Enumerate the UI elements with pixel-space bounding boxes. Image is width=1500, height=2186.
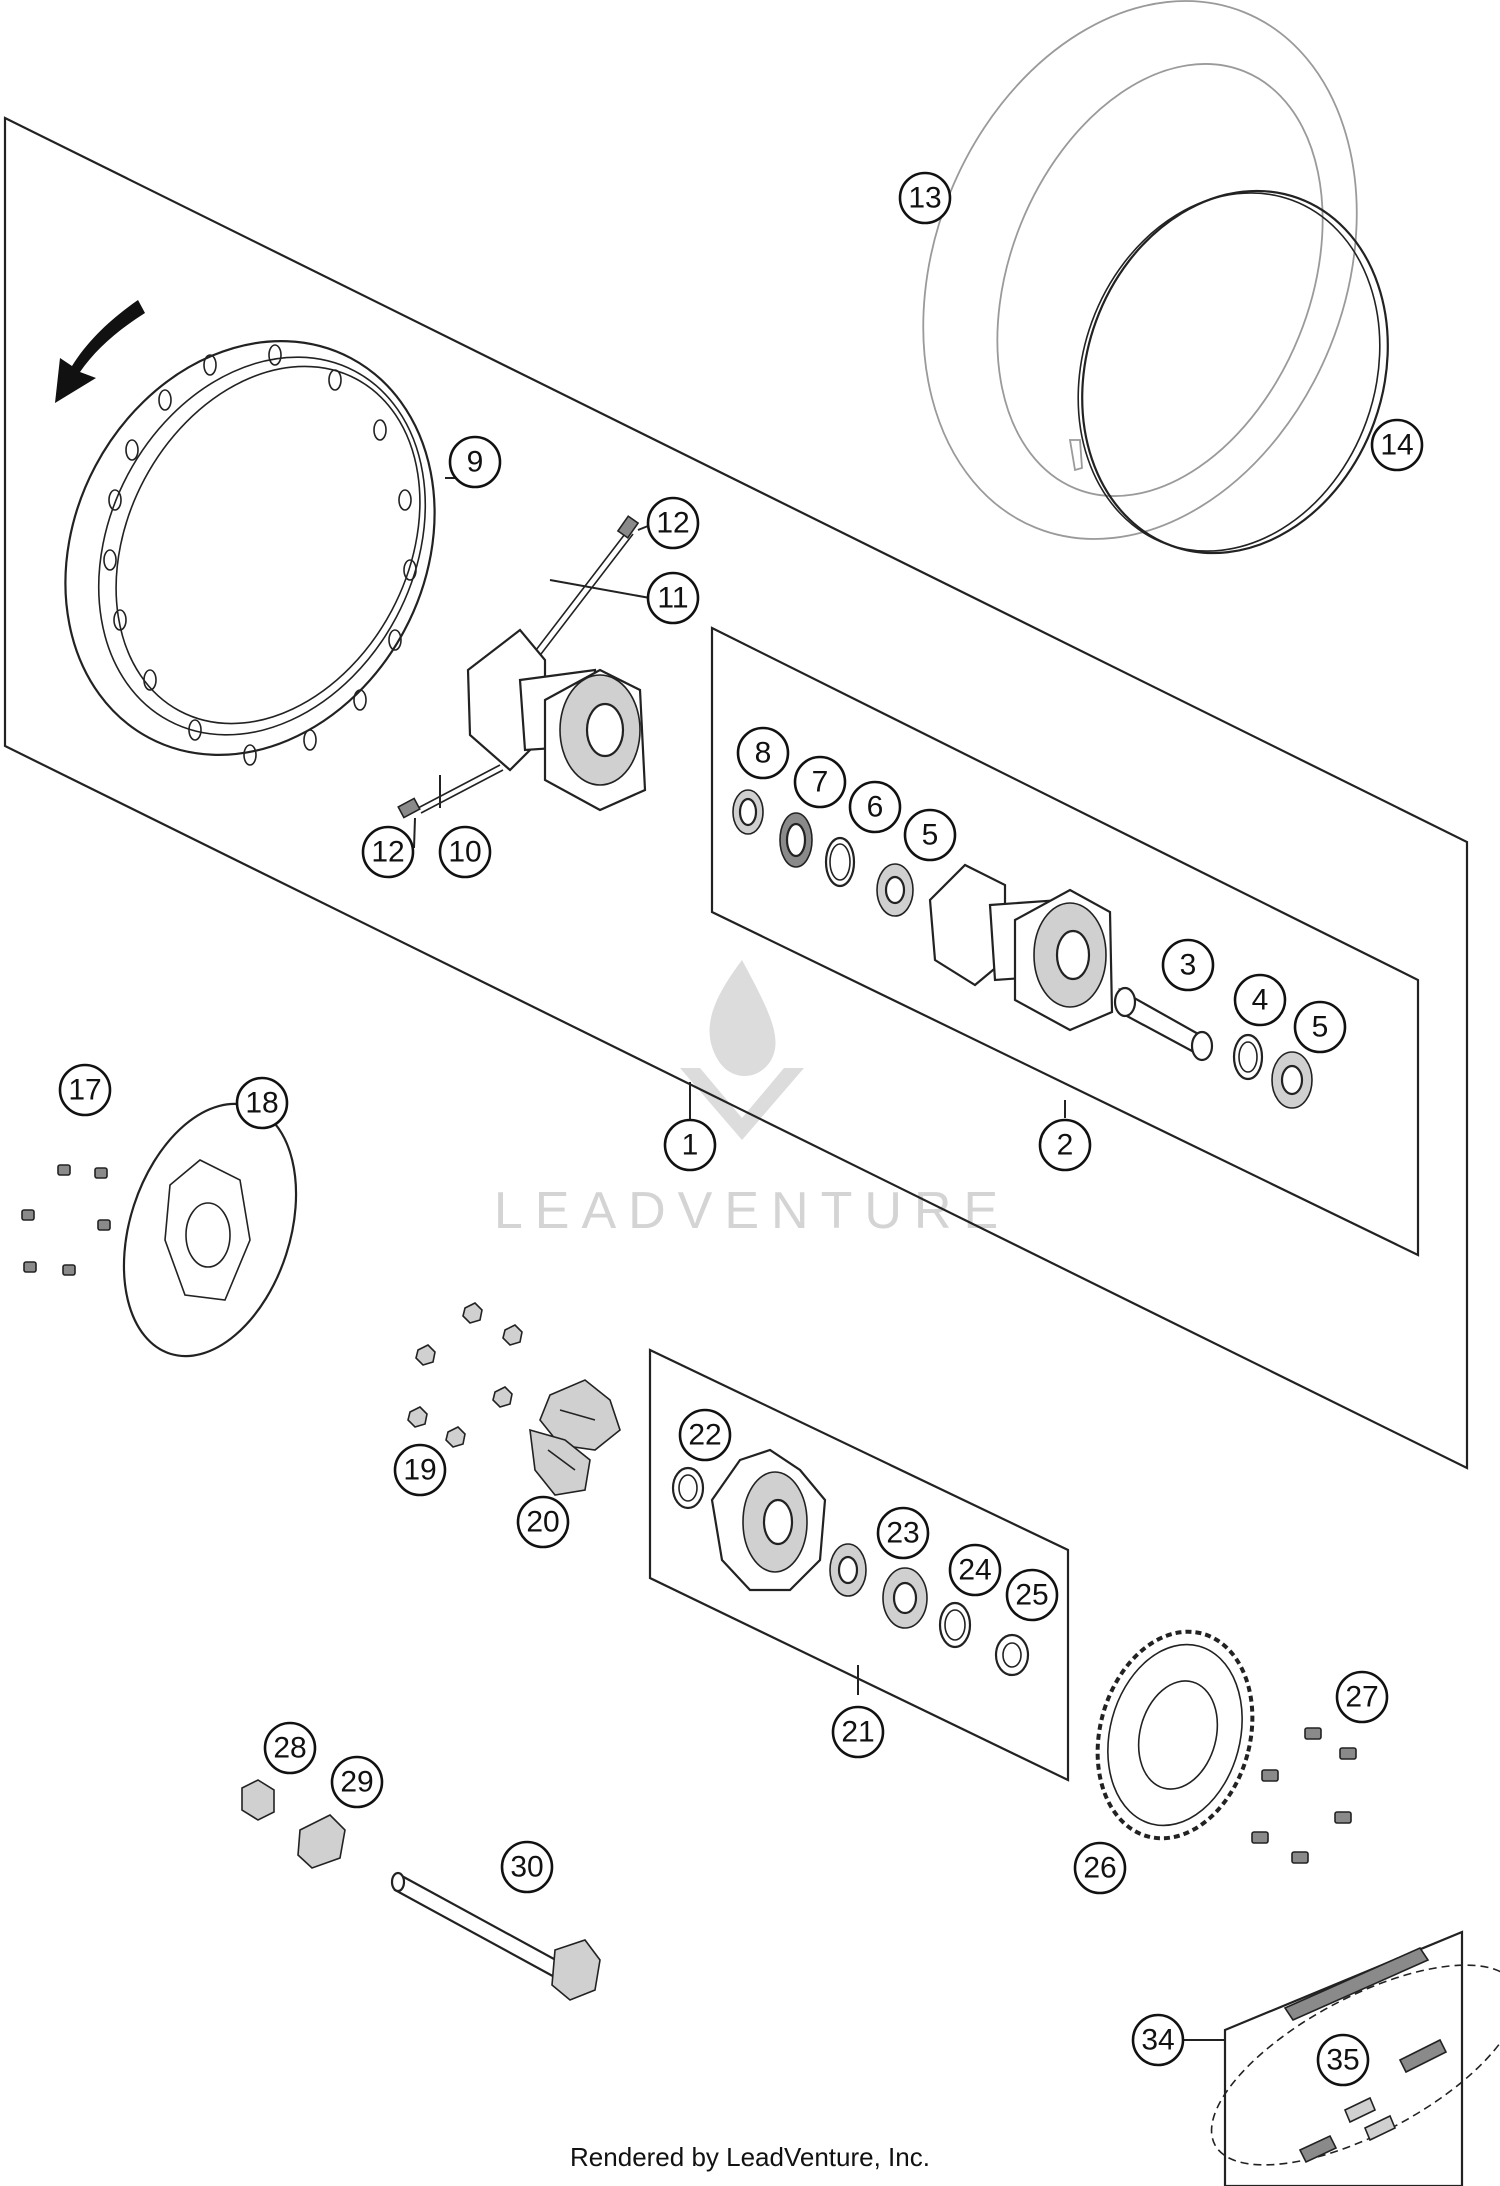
- wheel-hub: [466, 628, 647, 812]
- svg-text:14: 14: [1380, 429, 1413, 462]
- callout-23[interactable]: 23: [876, 1506, 930, 1560]
- callout-9[interactable]: 9: [448, 435, 502, 489]
- chain: [1210, 1946, 1500, 2166]
- svg-text:23: 23: [886, 1517, 919, 1550]
- callout-29[interactable]: 29: [330, 1755, 384, 1809]
- svg-text:29: 29: [340, 1766, 373, 1799]
- svg-text:3: 3: [1180, 949, 1197, 982]
- hub-parts: [732, 789, 1313, 1109]
- callout-3[interactable]: 3: [1161, 938, 1215, 992]
- svg-text:30: 30: [510, 1851, 543, 1884]
- svg-text:2: 2: [1057, 1129, 1074, 1162]
- chain-joint: [1343, 2096, 1397, 2142]
- callout-21[interactable]: 21: [831, 1705, 885, 1759]
- callout-22[interactable]: 22: [678, 1408, 732, 1462]
- watermark-text: LEADVENTURE: [494, 1182, 1010, 1240]
- svg-text:35: 35: [1326, 2044, 1359, 2077]
- svg-text:22: 22: [688, 1419, 721, 1452]
- callout-34[interactable]: 34: [1131, 2013, 1185, 2067]
- callout-26[interactable]: 26: [1073, 1841, 1127, 1895]
- callout-19[interactable]: 19: [393, 1443, 447, 1497]
- svg-text:12: 12: [656, 507, 689, 540]
- callout-27[interactable]: 27: [1335, 1670, 1389, 1724]
- sprocket-carrier-panel: [648, 1348, 1070, 1782]
- svg-text:8: 8: [755, 737, 772, 770]
- callout-25[interactable]: 25: [1005, 1568, 1059, 1622]
- svg-text:11: 11: [657, 582, 688, 615]
- callout-8[interactable]: 8: [736, 726, 790, 780]
- rim: [64, 340, 436, 766]
- callout-6[interactable]: 6: [848, 780, 902, 834]
- callout-5[interactable]: 5: [903, 808, 957, 862]
- axle-nut: [241, 1779, 275, 1821]
- svg-text:10: 10: [448, 836, 481, 869]
- callout-24[interactable]: 24: [948, 1543, 1002, 1597]
- cush-drive-dampers: [529, 1379, 621, 1496]
- svg-text:1: 1: [682, 1129, 699, 1162]
- svg-text:9: 9: [467, 446, 484, 479]
- callout-28[interactable]: 28: [263, 1721, 317, 1775]
- callout-7[interactable]: 7: [793, 755, 847, 809]
- svg-text:28: 28: [273, 1732, 306, 1765]
- svg-text:12: 12: [371, 836, 404, 869]
- rear-axle: [390, 1871, 601, 2001]
- svg-text:5: 5: [922, 819, 939, 852]
- callout-4[interactable]: 4: [1233, 973, 1287, 1027]
- callout-5-right[interactable]: 5: [1293, 1000, 1347, 1054]
- callout-1[interactable]: 1: [663, 1118, 717, 1172]
- rotation-arrow-icon: [55, 300, 145, 403]
- callout-12[interactable]: 12: [646, 496, 700, 550]
- hub-assembly-panel: [710, 626, 1420, 1257]
- svg-text:17: 17: [68, 1074, 101, 1107]
- svg-text:19: 19: [403, 1454, 436, 1487]
- callout-20[interactable]: 20: [516, 1495, 570, 1549]
- callout-35[interactable]: 35: [1316, 2033, 1370, 2087]
- svg-text:7: 7: [812, 766, 829, 799]
- brake-disc: [122, 1102, 298, 1358]
- watermark: LEADVENTURE: [494, 960, 1010, 1240]
- tire: [922, 0, 1358, 540]
- callout-12-lower[interactable]: 12: [361, 825, 415, 879]
- svg-text:26: 26: [1083, 1852, 1116, 1885]
- sprocket-carrier-parts: [671, 1448, 1030, 1677]
- svg-text:25: 25: [1015, 1579, 1048, 1612]
- svg-text:5: 5: [1312, 1011, 1329, 1044]
- svg-text:20: 20: [526, 1506, 559, 1539]
- sprocket-screws: [1251, 1727, 1357, 1864]
- svg-text:27: 27: [1345, 1681, 1378, 1714]
- svg-text:21: 21: [841, 1716, 874, 1749]
- disc-screws: [21, 1164, 111, 1276]
- svg-text:4: 4: [1252, 984, 1269, 1017]
- rear-sprocket: [1095, 1629, 1255, 1841]
- leadventure-flame-logo: [680, 960, 804, 1140]
- svg-text:18: 18: [245, 1087, 278, 1120]
- callout-30[interactable]: 30: [500, 1840, 554, 1894]
- callout-11[interactable]: 11: [646, 571, 700, 625]
- nuts: [407, 1302, 523, 1448]
- svg-text:34: 34: [1141, 2024, 1174, 2057]
- rim-band: [1077, 189, 1389, 555]
- callout-2[interactable]: 2: [1038, 1118, 1092, 1172]
- wheel-assembly-panel: [3, 116, 1469, 1470]
- chain-adjuster: [297, 1814, 346, 1869]
- callout-17[interactable]: 17: [58, 1063, 112, 1117]
- svg-text:13: 13: [908, 182, 941, 215]
- footer-credit: Rendered by LeadVenture, Inc.: [570, 2142, 930, 2172]
- callout-14[interactable]: 14: [1370, 418, 1424, 472]
- svg-text:24: 24: [958, 1554, 991, 1587]
- callout-13[interactable]: 13: [898, 171, 952, 225]
- callout-18[interactable]: 18: [235, 1076, 289, 1130]
- callout-10[interactable]: 10: [438, 825, 492, 879]
- svg-text:6: 6: [867, 791, 884, 824]
